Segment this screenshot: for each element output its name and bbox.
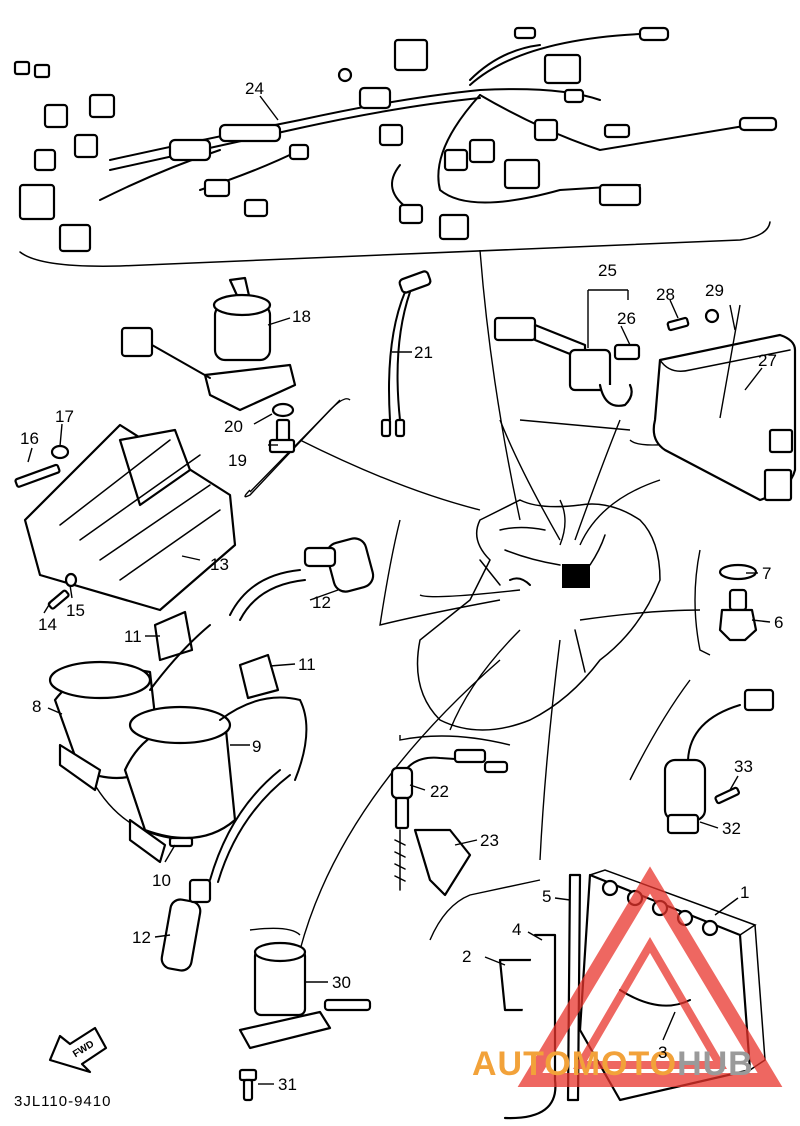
- ignition-coil-9: [123, 696, 308, 864]
- wire-harness: [13, 26, 778, 267]
- callout-32: 32: [722, 819, 741, 838]
- callout-4: 4: [512, 920, 521, 939]
- diagram-code: 3JL110-9410: [14, 1093, 111, 1110]
- callout-6: 6: [774, 613, 783, 632]
- forward-arrow-icon: FWD: [48, 1026, 108, 1074]
- boot-11-lower: [238, 653, 280, 700]
- bolt-31: [238, 1068, 258, 1102]
- callout-15: 15: [66, 601, 85, 620]
- fuse-26: [613, 343, 641, 361]
- sensor-32: [663, 688, 775, 835]
- callout-33: 33: [734, 757, 753, 776]
- callout-17: 17: [55, 407, 74, 426]
- callout-24: 24: [245, 79, 264, 98]
- relay-30: [238, 941, 372, 1050]
- callout-18: 18: [292, 307, 311, 326]
- screw-14: [47, 589, 70, 610]
- plug-cap-lower: [160, 769, 291, 972]
- callout-26: 26: [617, 309, 636, 328]
- callout-2: 2: [462, 947, 471, 966]
- callout-1: 1: [740, 883, 749, 902]
- screw-28: [666, 316, 690, 332]
- callout-21: 21: [414, 343, 433, 362]
- bracket-23: [413, 828, 472, 897]
- fuse-holder: [493, 316, 633, 407]
- callout-14: 14: [38, 615, 57, 634]
- callout-22: 22: [430, 782, 449, 801]
- callout-31: 31: [278, 1075, 297, 1094]
- callout-9: 9: [252, 737, 261, 756]
- cover-13: [23, 423, 237, 612]
- bolt-16: [14, 463, 61, 488]
- callout-leaders: [27, 95, 771, 1085]
- callout-13: 13: [210, 555, 229, 574]
- washer-20: [271, 402, 295, 418]
- callout-23: 23: [480, 831, 499, 850]
- callout-12-lower: 12: [132, 928, 151, 947]
- callout-5: 5: [542, 887, 551, 906]
- frame-outline: [416, 499, 661, 731]
- callout-10: 10: [152, 871, 171, 890]
- callout-11-upper: 11: [124, 627, 142, 646]
- neutral-switch: [718, 588, 758, 642]
- gasket-7: [718, 563, 758, 581]
- cdi-unit: [652, 333, 797, 502]
- callout-7: 7: [762, 564, 771, 583]
- leader-lines: [91, 249, 711, 951]
- callout-27: 27: [758, 351, 777, 370]
- callout-29: 29: [705, 281, 724, 300]
- screw-33: [714, 786, 741, 805]
- callout-11-lower: 11: [298, 655, 316, 674]
- plug-cap-upper: [229, 537, 375, 621]
- washer-17: [50, 444, 70, 460]
- callout-16: 16: [20, 429, 39, 448]
- callout-28: 28: [656, 285, 675, 304]
- callout-25: 25: [598, 261, 617, 280]
- bolt-19: [268, 418, 296, 454]
- ignition-coil-8: [48, 624, 211, 792]
- callout-numbers: 24 18 20 19 21 25 26 28 29 27 16 17 13 1…: [20, 79, 783, 1094]
- main-switch: [120, 276, 297, 412]
- screw-10: [168, 836, 194, 848]
- callout-12-upper: 12: [312, 593, 331, 612]
- callout-20: 20: [224, 417, 243, 436]
- watermark: AUTOMOTOHUB: [472, 866, 783, 1087]
- callout-8: 8: [32, 697, 41, 716]
- callout-3: 3: [658, 1043, 667, 1062]
- callout-30: 30: [332, 973, 351, 992]
- callout-19: 19: [228, 451, 247, 470]
- sensor-21: [380, 270, 432, 438]
- watermark-text: AUTOMOTOHUB: [472, 1045, 754, 1083]
- grommet-15: [64, 572, 78, 588]
- boot-11-upper: [153, 610, 194, 662]
- nut-29: [704, 308, 720, 324]
- switch-22: [390, 748, 509, 891]
